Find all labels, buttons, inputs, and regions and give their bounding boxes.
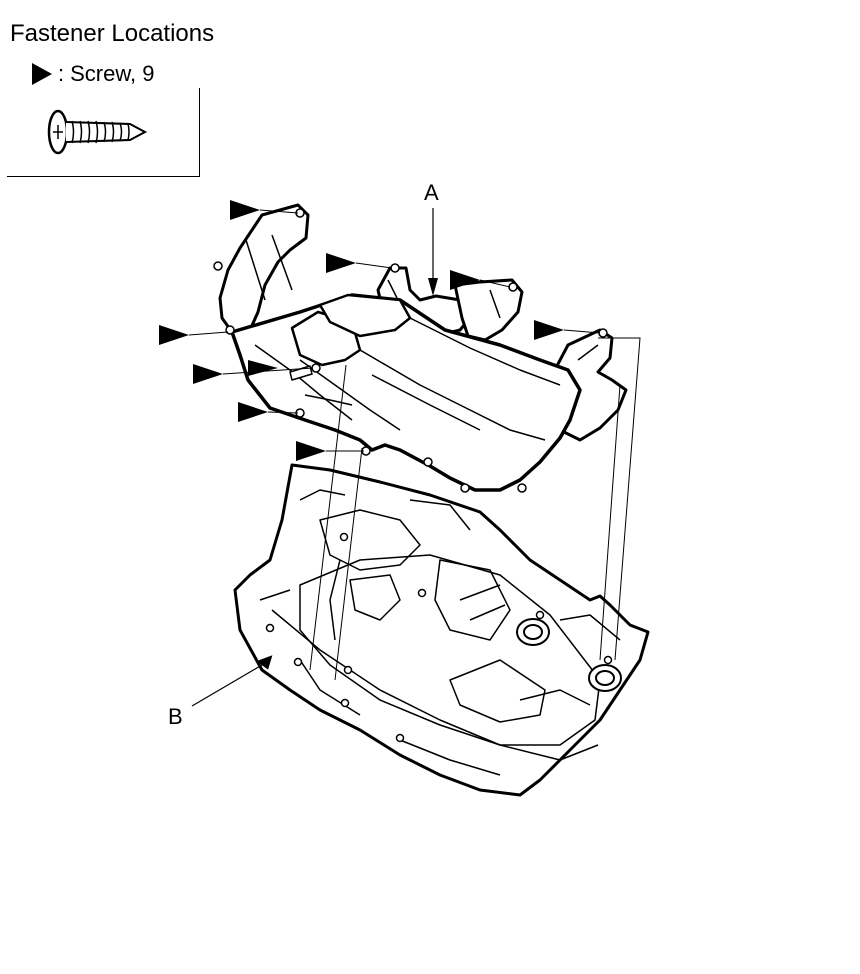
arrow-down-icon	[428, 278, 438, 296]
legend-entry: : Screw, 9	[32, 60, 155, 88]
fastener-pointer	[159, 325, 229, 345]
arrow-up-right-icon	[256, 655, 273, 670]
screw-icon	[47, 109, 148, 155]
legend-label: Screw, 9	[70, 61, 155, 86]
callout-a: A	[424, 180, 439, 296]
legend-box	[7, 88, 200, 177]
callout-b-label: B	[168, 704, 183, 729]
fastener-pointer	[248, 360, 278, 376]
triangle-marker-icon	[32, 63, 52, 85]
fastener-pointer	[326, 253, 393, 273]
lower-panel	[233, 463, 650, 797]
fastener-pointer	[296, 441, 364, 461]
fastener-pointer	[450, 270, 511, 290]
fastener-pointer	[230, 200, 299, 220]
callout-b: B	[168, 655, 273, 729]
duct-assembly	[213, 203, 628, 493]
fastener-pointers	[159, 200, 601, 461]
fastener-pointer	[238, 402, 299, 422]
legend-separator: :	[58, 61, 65, 86]
alignment-lines	[309, 337, 641, 681]
page-title: Fastener Locations	[10, 20, 215, 47]
fastener-pointer	[193, 364, 314, 384]
callout-a-label: A	[424, 180, 439, 205]
fastener-pointer	[534, 320, 601, 340]
